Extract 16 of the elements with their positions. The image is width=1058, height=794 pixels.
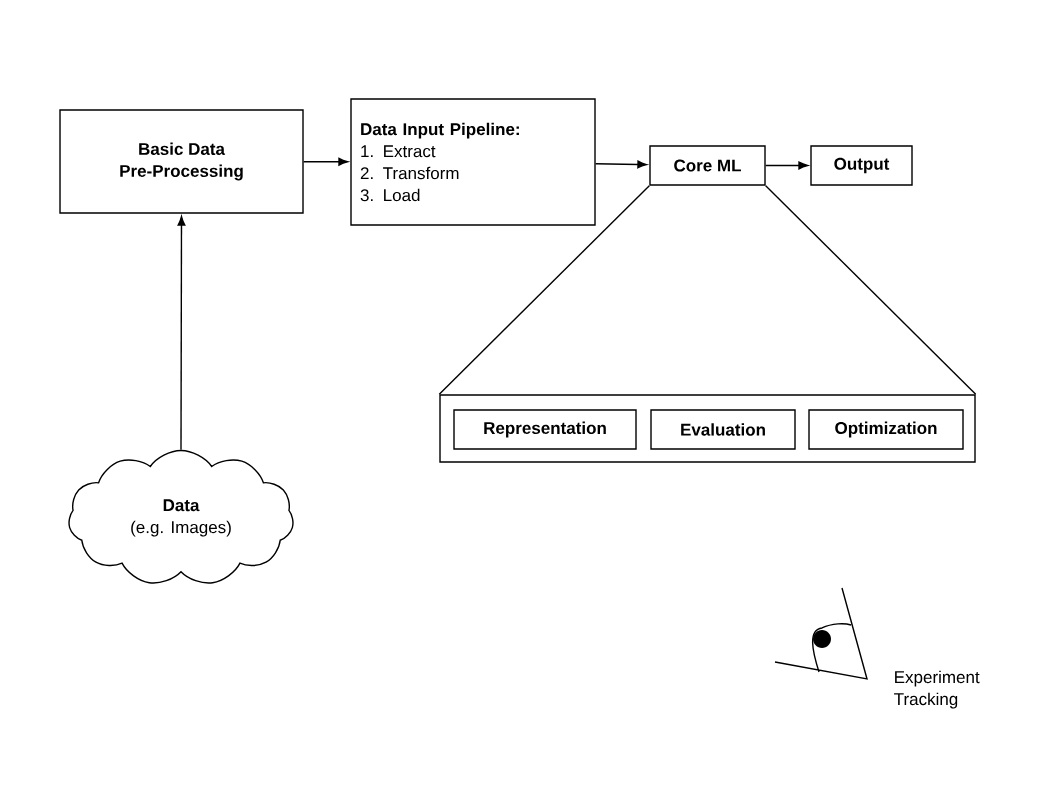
arrow xyxy=(765,161,809,170)
process-box: Core ML xyxy=(649,145,766,186)
container-box xyxy=(439,394,976,463)
output-box: Output xyxy=(810,145,913,186)
component-box: Representation xyxy=(453,409,637,450)
arrow xyxy=(595,160,648,169)
connector-line xyxy=(765,185,977,395)
data-cloud: Data (e.g. Images) xyxy=(68,449,294,584)
process-box: Basic Data Pre-Processing xyxy=(59,109,304,214)
component-box: Evaluation xyxy=(650,409,796,450)
connector-line xyxy=(438,185,650,395)
caption-text: Experiment Tracking xyxy=(894,670,980,709)
arrow xyxy=(303,157,349,166)
component-box: Optimization xyxy=(808,409,964,450)
arrow xyxy=(177,215,186,451)
pipeline-box: Data Input Pipeline: 1. Extract 2. Transform 3. Load xyxy=(350,98,596,226)
